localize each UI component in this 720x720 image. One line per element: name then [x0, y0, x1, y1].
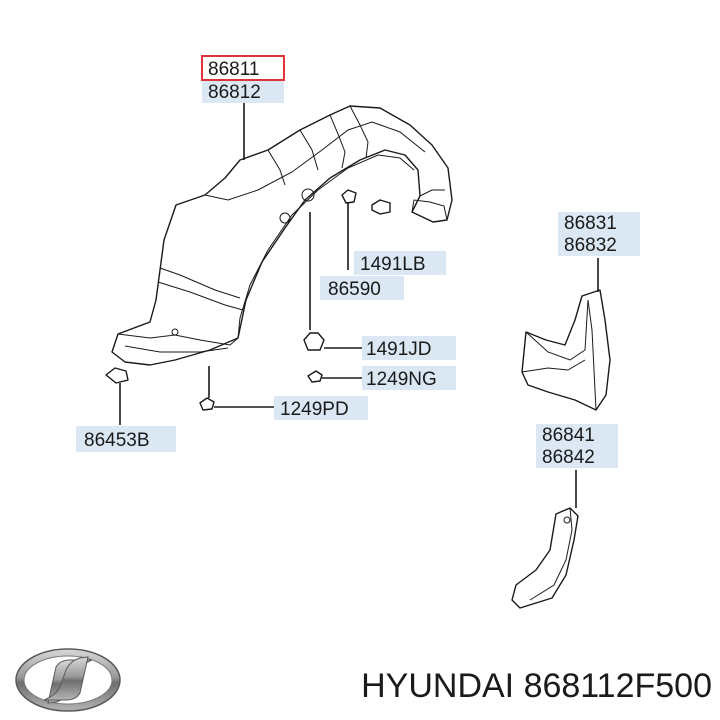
label-86842-text: 86842 — [542, 447, 595, 468]
label-86812-text: 86812 — [208, 82, 261, 103]
nut-86453b-icon — [105, 367, 129, 384]
label-1491jd[interactable]: 1491JD — [362, 336, 456, 360]
label-86453b-text: 86453B — [84, 430, 150, 451]
mudflap-upper-drawing — [521, 289, 611, 411]
screw-1249pd-icon — [199, 397, 215, 411]
label-86831-text: 86831 — [564, 213, 617, 234]
label-86832-text: 86832 — [564, 235, 617, 256]
fastener-86590-icon — [341, 189, 357, 204]
label-86832[interactable]: 86832 — [558, 234, 640, 256]
label-1249ng-text: 1249NG — [366, 369, 437, 390]
fender-liner-drawing — [111, 105, 453, 366]
label-1491jd-text: 1491JD — [366, 339, 432, 360]
label-86811[interactable]: 86811 — [201, 55, 285, 81]
hyundai-logo-icon — [15, 648, 121, 712]
label-1249pd[interactable]: 1249PD — [274, 396, 368, 420]
clip-1491jd-icon — [303, 332, 325, 351]
label-86831[interactable]: 86831 — [558, 212, 640, 234]
label-86842[interactable]: 86842 — [536, 446, 618, 468]
mudflap-lower-drawing — [511, 507, 579, 609]
label-86453b[interactable]: 86453B — [76, 426, 176, 452]
label-86590-text: 86590 — [328, 279, 381, 300]
label-1249pd-text: 1249PD — [280, 399, 349, 420]
fastener-1491lb-icon — [371, 199, 391, 215]
label-1491lb[interactable]: 1491LB — [354, 251, 446, 275]
brand-part-number: HYUNDAI 868112F500 — [361, 667, 712, 705]
label-1249ng[interactable]: 1249NG — [362, 366, 456, 390]
label-86590[interactable]: 86590 — [320, 276, 404, 300]
label-1491lb-text: 1491LB — [360, 254, 426, 275]
screw-1249ng-icon — [307, 370, 323, 383]
label-86812[interactable]: 86812 — [202, 81, 284, 103]
label-86811-text: 86811 — [208, 59, 259, 80]
leader-lines — [119, 103, 599, 508]
label-86841[interactable]: 86841 — [536, 424, 618, 446]
label-86841-text: 86841 — [542, 425, 595, 446]
